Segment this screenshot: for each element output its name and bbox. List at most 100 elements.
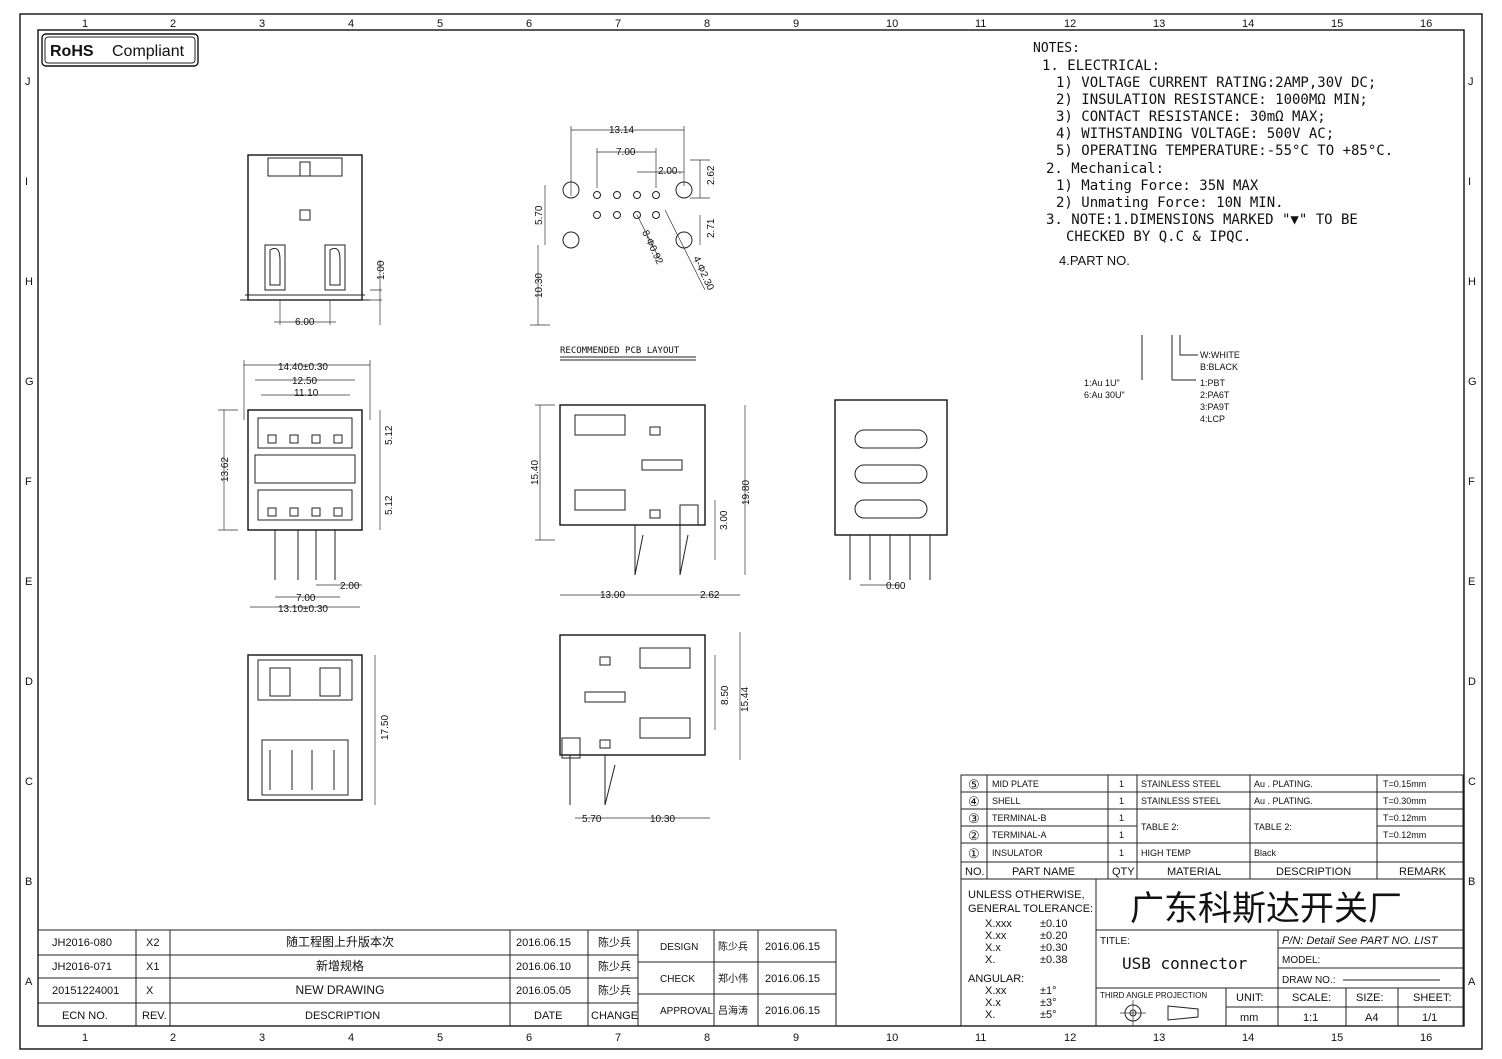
- bom-item-number: ②: [968, 828, 980, 843]
- rohs-label: RoHS: [50, 43, 94, 60]
- note-line: 2) Unmating Force: 10N MIN.: [1056, 195, 1284, 211]
- bom-part-name: MID PLATE: [992, 779, 1039, 789]
- grid-column-label: 6: [526, 1032, 532, 1044]
- signoff-date: 2016.06.15: [765, 973, 820, 985]
- pcb-layout-label: RECOMMENDED PCB LAYOUT: [560, 346, 680, 356]
- rev-description: 新增规格: [316, 958, 364, 973]
- pin-holes: [593, 191, 660, 219]
- dim-label: 19.80: [741, 480, 752, 505]
- tolerance-format: X.: [985, 954, 995, 966]
- signoff-date: 2016.06.15: [765, 941, 820, 953]
- view-pcb-layout: 13.14 7.00 2.00 2.62 5.70 2.71 10.30 8-Φ…: [530, 125, 717, 361]
- company-name: 广东科斯达开关厂: [1130, 890, 1402, 928]
- grid-column-label: 5: [437, 1032, 443, 1044]
- notes-heading: NOTES:: [1033, 41, 1080, 56]
- pn-material-option: 2:PA6T: [1200, 390, 1230, 400]
- dim-label: 17.50: [380, 715, 391, 740]
- drawno-label: DRAW NO.:: [1282, 975, 1336, 986]
- rev-description: 随工程图上升版本次: [286, 934, 394, 949]
- grid-column-label: 9: [793, 1032, 799, 1044]
- dim-label: 8-Φ0.92: [639, 229, 665, 267]
- pn-material-option: 3:PA9T: [1200, 402, 1230, 412]
- dim-label: 2.71: [706, 218, 717, 238]
- note-line: 3) CONTACT RESISTANCE: 30mΩ MAX;: [1056, 109, 1326, 125]
- grid-column-label: 13: [1153, 18, 1165, 30]
- view-bottom-side: 8.50 15.44 5.70 10.30: [559, 632, 751, 825]
- rev-change: 陈少兵: [598, 983, 631, 997]
- grid-reference-marks: 1122334455667788991010111112121313141415…: [25, 18, 1477, 1044]
- bom-description: TABLE 2:: [1254, 822, 1292, 832]
- rev-date: 2016.06.10: [516, 961, 571, 973]
- dim-label: 5.12: [384, 425, 395, 445]
- bom-qty: 1: [1119, 848, 1124, 858]
- title-label: TITLE:: [1100, 936, 1130, 947]
- sheet-label: SHEET:: [1413, 992, 1452, 1004]
- rev-change: 陈少兵: [598, 959, 631, 973]
- grid-row-label: H: [1468, 276, 1476, 288]
- grid-column-label: 2: [170, 18, 176, 30]
- grid-row-label: J: [1468, 76, 1474, 88]
- view-front-stacked: 14.40±0.30 12.50 11.10 13.62 5.12 5.12 2…: [218, 360, 395, 615]
- tolerance-value: ±5°: [1040, 1009, 1057, 1021]
- tolerance-format: X.xx: [985, 985, 1007, 997]
- dim-label: 0.60: [886, 581, 906, 592]
- dim-label: 7.00: [616, 147, 636, 158]
- grid-column-label: 3: [259, 1032, 265, 1044]
- grid-row-label: F: [25, 476, 32, 488]
- grid-column-label: 1: [82, 18, 88, 30]
- grid-row-label: I: [25, 176, 28, 188]
- bom-item-number: ⑤: [968, 777, 980, 792]
- dim-label: 13.14: [609, 125, 634, 136]
- grid-column-label: 11: [975, 1032, 986, 1044]
- grid-column-label: 16: [1420, 18, 1432, 30]
- pn-material-option: 4:LCP: [1200, 414, 1225, 424]
- bom-remark: T=0.30mm: [1383, 796, 1426, 806]
- tolerance-value: ±1°: [1040, 985, 1057, 997]
- grid-column-label: 14: [1242, 18, 1254, 30]
- tolerance-format: X.x: [985, 942, 1001, 954]
- grid-column-label: 3: [259, 18, 265, 30]
- tolerance-value: ±0.20: [1040, 930, 1067, 942]
- grid-column-label: 7: [615, 1032, 621, 1044]
- view-front-top: 6.00 1.00: [240, 154, 387, 328]
- bom-remark: T=0.12mm: [1383, 830, 1426, 840]
- dim-label: 14.40±0.30: [278, 362, 328, 373]
- unit-label: UNIT:: [1236, 992, 1264, 1004]
- rev-change: 陈少兵: [598, 935, 631, 949]
- grid-column-label: 15: [1331, 18, 1343, 30]
- bom-description: Au . PLATING.: [1254, 796, 1313, 806]
- rev-description: NEW DRAWING: [296, 983, 385, 997]
- bom-material: STAINLESS STEEL: [1141, 796, 1221, 806]
- bom-header: NO.: [965, 866, 985, 878]
- tolerance-value: ±0.30: [1040, 942, 1067, 954]
- grid-column-label: 16: [1420, 1032, 1432, 1044]
- dim-label: 10.30: [534, 273, 545, 298]
- dim-label: 12.50: [292, 376, 317, 387]
- grid-column-label: 12: [1064, 1032, 1076, 1044]
- signoff-name: 郑小伟: [718, 972, 748, 985]
- grid-column-label: 13: [1153, 1032, 1165, 1044]
- dim-label: 7.00: [296, 593, 316, 604]
- outer-border: [19, 13, 1483, 1050]
- bom-item-number: ④: [968, 794, 980, 809]
- grid-column-label: 10: [886, 18, 898, 30]
- rev-header: CHANGE: [591, 1010, 638, 1022]
- rev-header: REV.: [142, 1010, 167, 1022]
- pn-material-option: 1:PBT: [1200, 378, 1226, 388]
- bom-description: Black: [1254, 848, 1277, 858]
- note-line: CHECKED BY Q.C & IPQC.: [1066, 229, 1251, 245]
- model-label: MODEL:: [1282, 955, 1320, 966]
- rohs-compliant: Compliant: [112, 43, 185, 60]
- dim-label: 2.00: [340, 581, 360, 592]
- bom-header: DESCRIPTION: [1276, 866, 1351, 878]
- note-line: 1) VOLTAGE CURRENT RATING:2AMP,30V DC;: [1056, 75, 1376, 91]
- projection-symbol-icon: [1120, 1000, 1199, 1026]
- signoff-role: APPROVAL: [660, 1006, 714, 1017]
- title-block: 广东科斯达开关厂 TITLE: USB connector P/N: Detai…: [1095, 878, 1464, 1027]
- bom-header: QTY: [1112, 866, 1135, 878]
- bom-material: STAINLESS STEEL: [1141, 779, 1221, 789]
- rev-header: DATE: [534, 1010, 563, 1022]
- contact-slots: [267, 434, 343, 517]
- rev-header: ECN NO.: [62, 1010, 108, 1022]
- dim-label: 5.70: [582, 814, 602, 825]
